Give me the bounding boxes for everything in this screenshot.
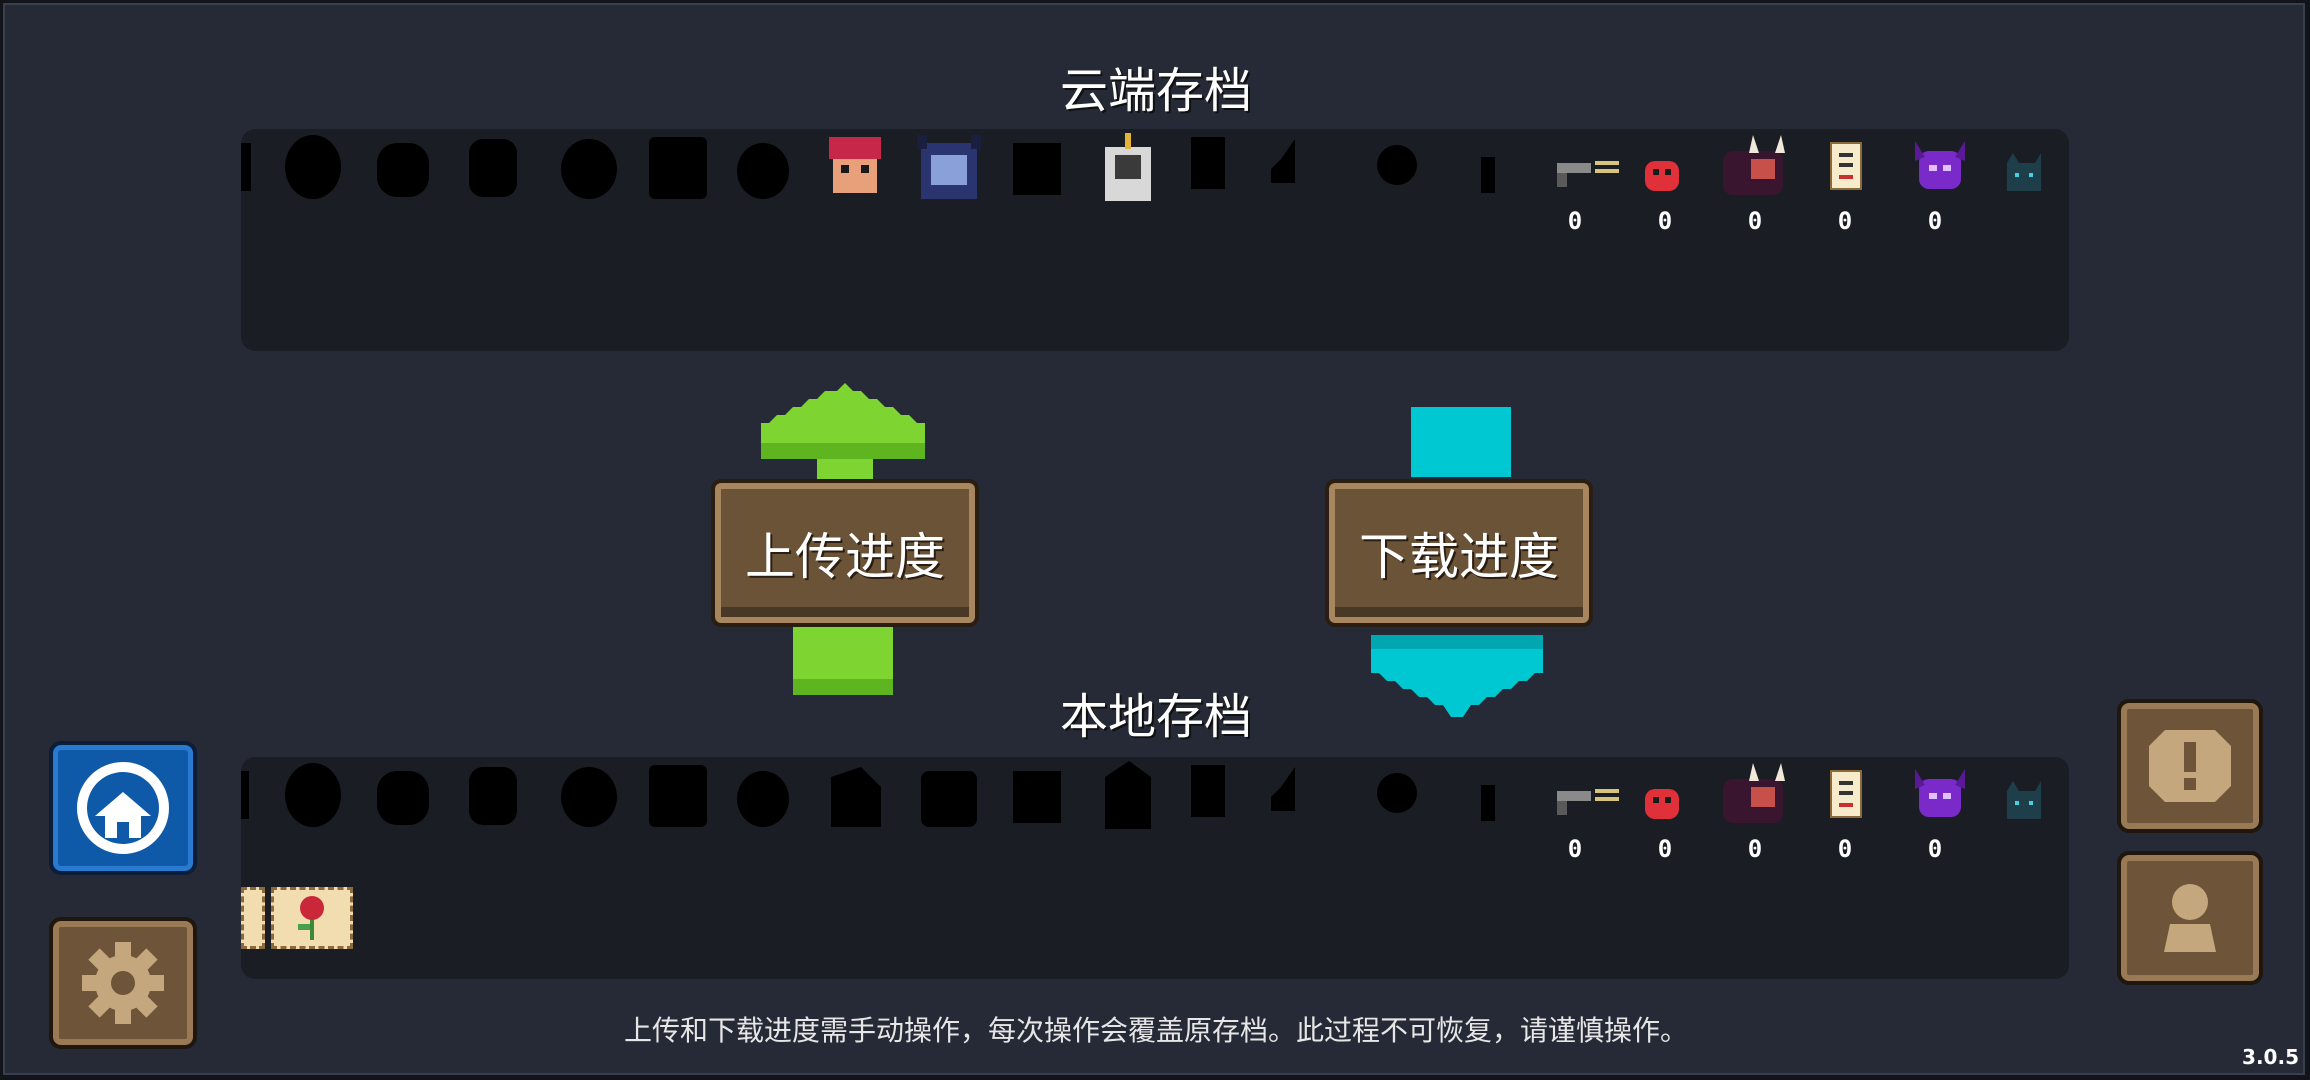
locked-character-silhouette — [561, 767, 617, 827]
locked-weapon-silhouette — [1271, 139, 1295, 183]
locked-weapon-silhouette — [1481, 785, 1495, 821]
item-count: 0 — [1747, 207, 1763, 235]
upload-progress-label: 上传进度 — [745, 528, 945, 586]
locked-weapon-silhouette — [1481, 157, 1495, 193]
red-ghost-icon — [1645, 789, 1679, 819]
item-count: 0 — [1747, 835, 1763, 863]
upload-arrow-icon — [761, 383, 925, 695]
flower-icon — [298, 896, 324, 940]
demon-boss-icon — [1723, 135, 1785, 195]
settings-button[interactable] — [49, 917, 197, 1049]
locked-weapon-silhouette — [1191, 137, 1225, 189]
pistol-icon — [1557, 789, 1619, 815]
locked-character-silhouette — [649, 765, 707, 827]
locked-character-silhouette — [1013, 771, 1061, 823]
locked-character-silhouette — [241, 771, 249, 819]
cloud-save-title: 云端存档 — [1059, 63, 1252, 119]
notice-text: 上传和下载进度需手动操作，每次操作会覆盖原存档。此过程不可恢复，请谨慎操作。 — [623, 1014, 1688, 1047]
notice-button[interactable] — [2117, 699, 2263, 833]
locked-character-silhouette — [469, 139, 517, 197]
locked-character-silhouette — [1105, 761, 1151, 829]
horned-knight-character — [917, 135, 981, 199]
plant-card — [241, 887, 265, 949]
item-count: 0 — [1657, 207, 1673, 235]
gear-icon — [82, 942, 164, 1024]
locked-weapon-silhouette — [1377, 773, 1417, 813]
locked-character-silhouette — [1013, 143, 1061, 195]
locked-character-silhouette — [737, 143, 789, 199]
local-character-row — [241, 761, 2041, 829]
locked-character-silhouette — [285, 135, 341, 199]
plant-card — [271, 887, 353, 949]
locked-weapon-silhouette — [1377, 145, 1417, 185]
item-count: 0 — [1927, 207, 1943, 235]
download-arrow-icon — [1371, 407, 1543, 717]
demon-boss-icon — [1723, 763, 1785, 823]
version-label: 3.0.5 — [2242, 1045, 2299, 1069]
item-count: 0 — [1657, 835, 1673, 863]
white-robe-character — [1105, 133, 1151, 201]
cloud-service-logo-icon — [77, 762, 169, 854]
local-save-title: 本地存档 — [1059, 689, 1252, 745]
locked-character-silhouette — [469, 767, 517, 825]
alert-icon — [2149, 730, 2231, 802]
account-button[interactable] — [2117, 851, 2263, 985]
item-count: 0 — [1927, 835, 1943, 863]
card-icon — [1830, 770, 1862, 818]
locked-character-silhouette — [377, 143, 429, 197]
red-ghost-icon — [1645, 161, 1679, 191]
cloud-save-panel: 0 0 0 0 0 — [241, 129, 2069, 351]
cat-icon — [2007, 153, 2041, 191]
locked-weapon-silhouette — [1191, 765, 1225, 817]
item-count: 0 — [1837, 835, 1853, 863]
card-icon — [1830, 142, 1862, 190]
download-progress-label: 下载进度 — [1359, 528, 1559, 586]
game-screen: 云端存档 — [3, 3, 2305, 1075]
purple-demon-icon — [1915, 769, 1965, 817]
locked-character-silhouette — [921, 771, 977, 827]
purple-demon-icon — [1915, 141, 1965, 189]
locked-character-silhouette — [285, 763, 341, 827]
locked-character-silhouette — [241, 143, 251, 191]
cloud-character-row — [241, 133, 2041, 201]
item-count: 0 — [1837, 207, 1853, 235]
red-haired-character — [829, 137, 881, 193]
locked-character-silhouette — [831, 767, 881, 827]
item-count: 0 — [1567, 207, 1583, 235]
locked-character-silhouette — [649, 137, 707, 199]
download-progress-button[interactable]: 下载进度 — [1325, 479, 1593, 627]
upload-progress-button[interactable]: 上传进度 — [711, 479, 979, 627]
person-icon — [2164, 884, 2216, 952]
pistol-icon — [1557, 161, 1619, 187]
local-save-panel: 0 0 0 0 0 — [241, 757, 2069, 979]
locked-character-silhouette — [737, 771, 789, 827]
locked-character-silhouette — [561, 139, 617, 199]
locked-character-silhouette — [377, 771, 429, 825]
cat-icon — [2007, 781, 2041, 819]
item-count: 0 — [1567, 835, 1583, 863]
locked-weapon-silhouette — [1271, 767, 1295, 811]
cloud-service-button[interactable] — [49, 741, 197, 875]
